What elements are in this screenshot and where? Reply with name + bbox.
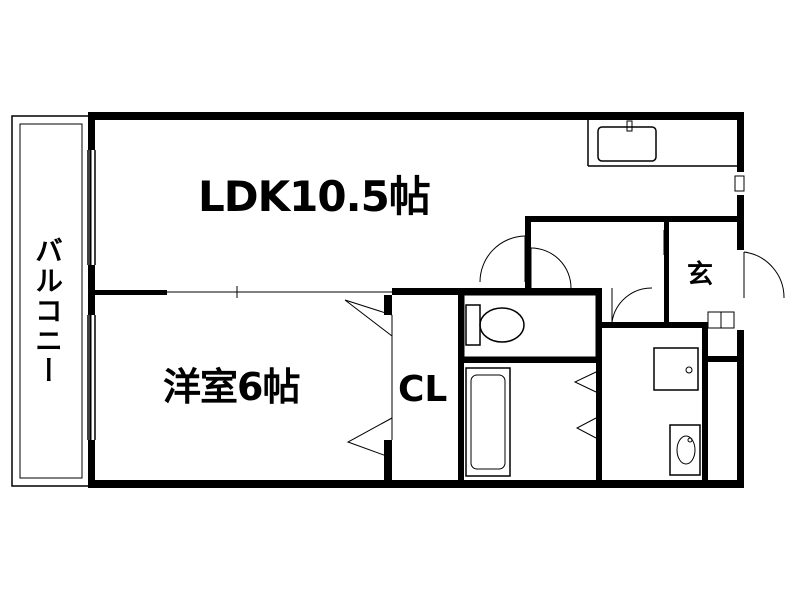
toilet-icon <box>463 294 597 358</box>
washing-machine-icon <box>653 347 699 391</box>
kitchen-counter <box>587 120 745 192</box>
room-label-entrance: 玄 <box>687 260 714 290</box>
sink-icon <box>597 126 657 162</box>
washroom <box>653 347 701 476</box>
room-label-closet: CL <box>398 369 448 410</box>
outer-walls <box>88 112 744 488</box>
shoe-storage <box>707 311 735 329</box>
sliding-door-icon <box>344 291 597 459</box>
interior-walls <box>384 216 744 488</box>
balcony-windows <box>87 150 96 440</box>
washbasin-icon <box>669 424 701 476</box>
bathtub-icon <box>465 367 511 477</box>
room-label-bedroom: 洋室6帖 <box>163 365 300 409</box>
door-swing-icon <box>479 230 785 323</box>
room-label-balcony: バルコニー <box>31 236 64 386</box>
room-label-ldk: LDK10.5帖 <box>198 172 431 221</box>
